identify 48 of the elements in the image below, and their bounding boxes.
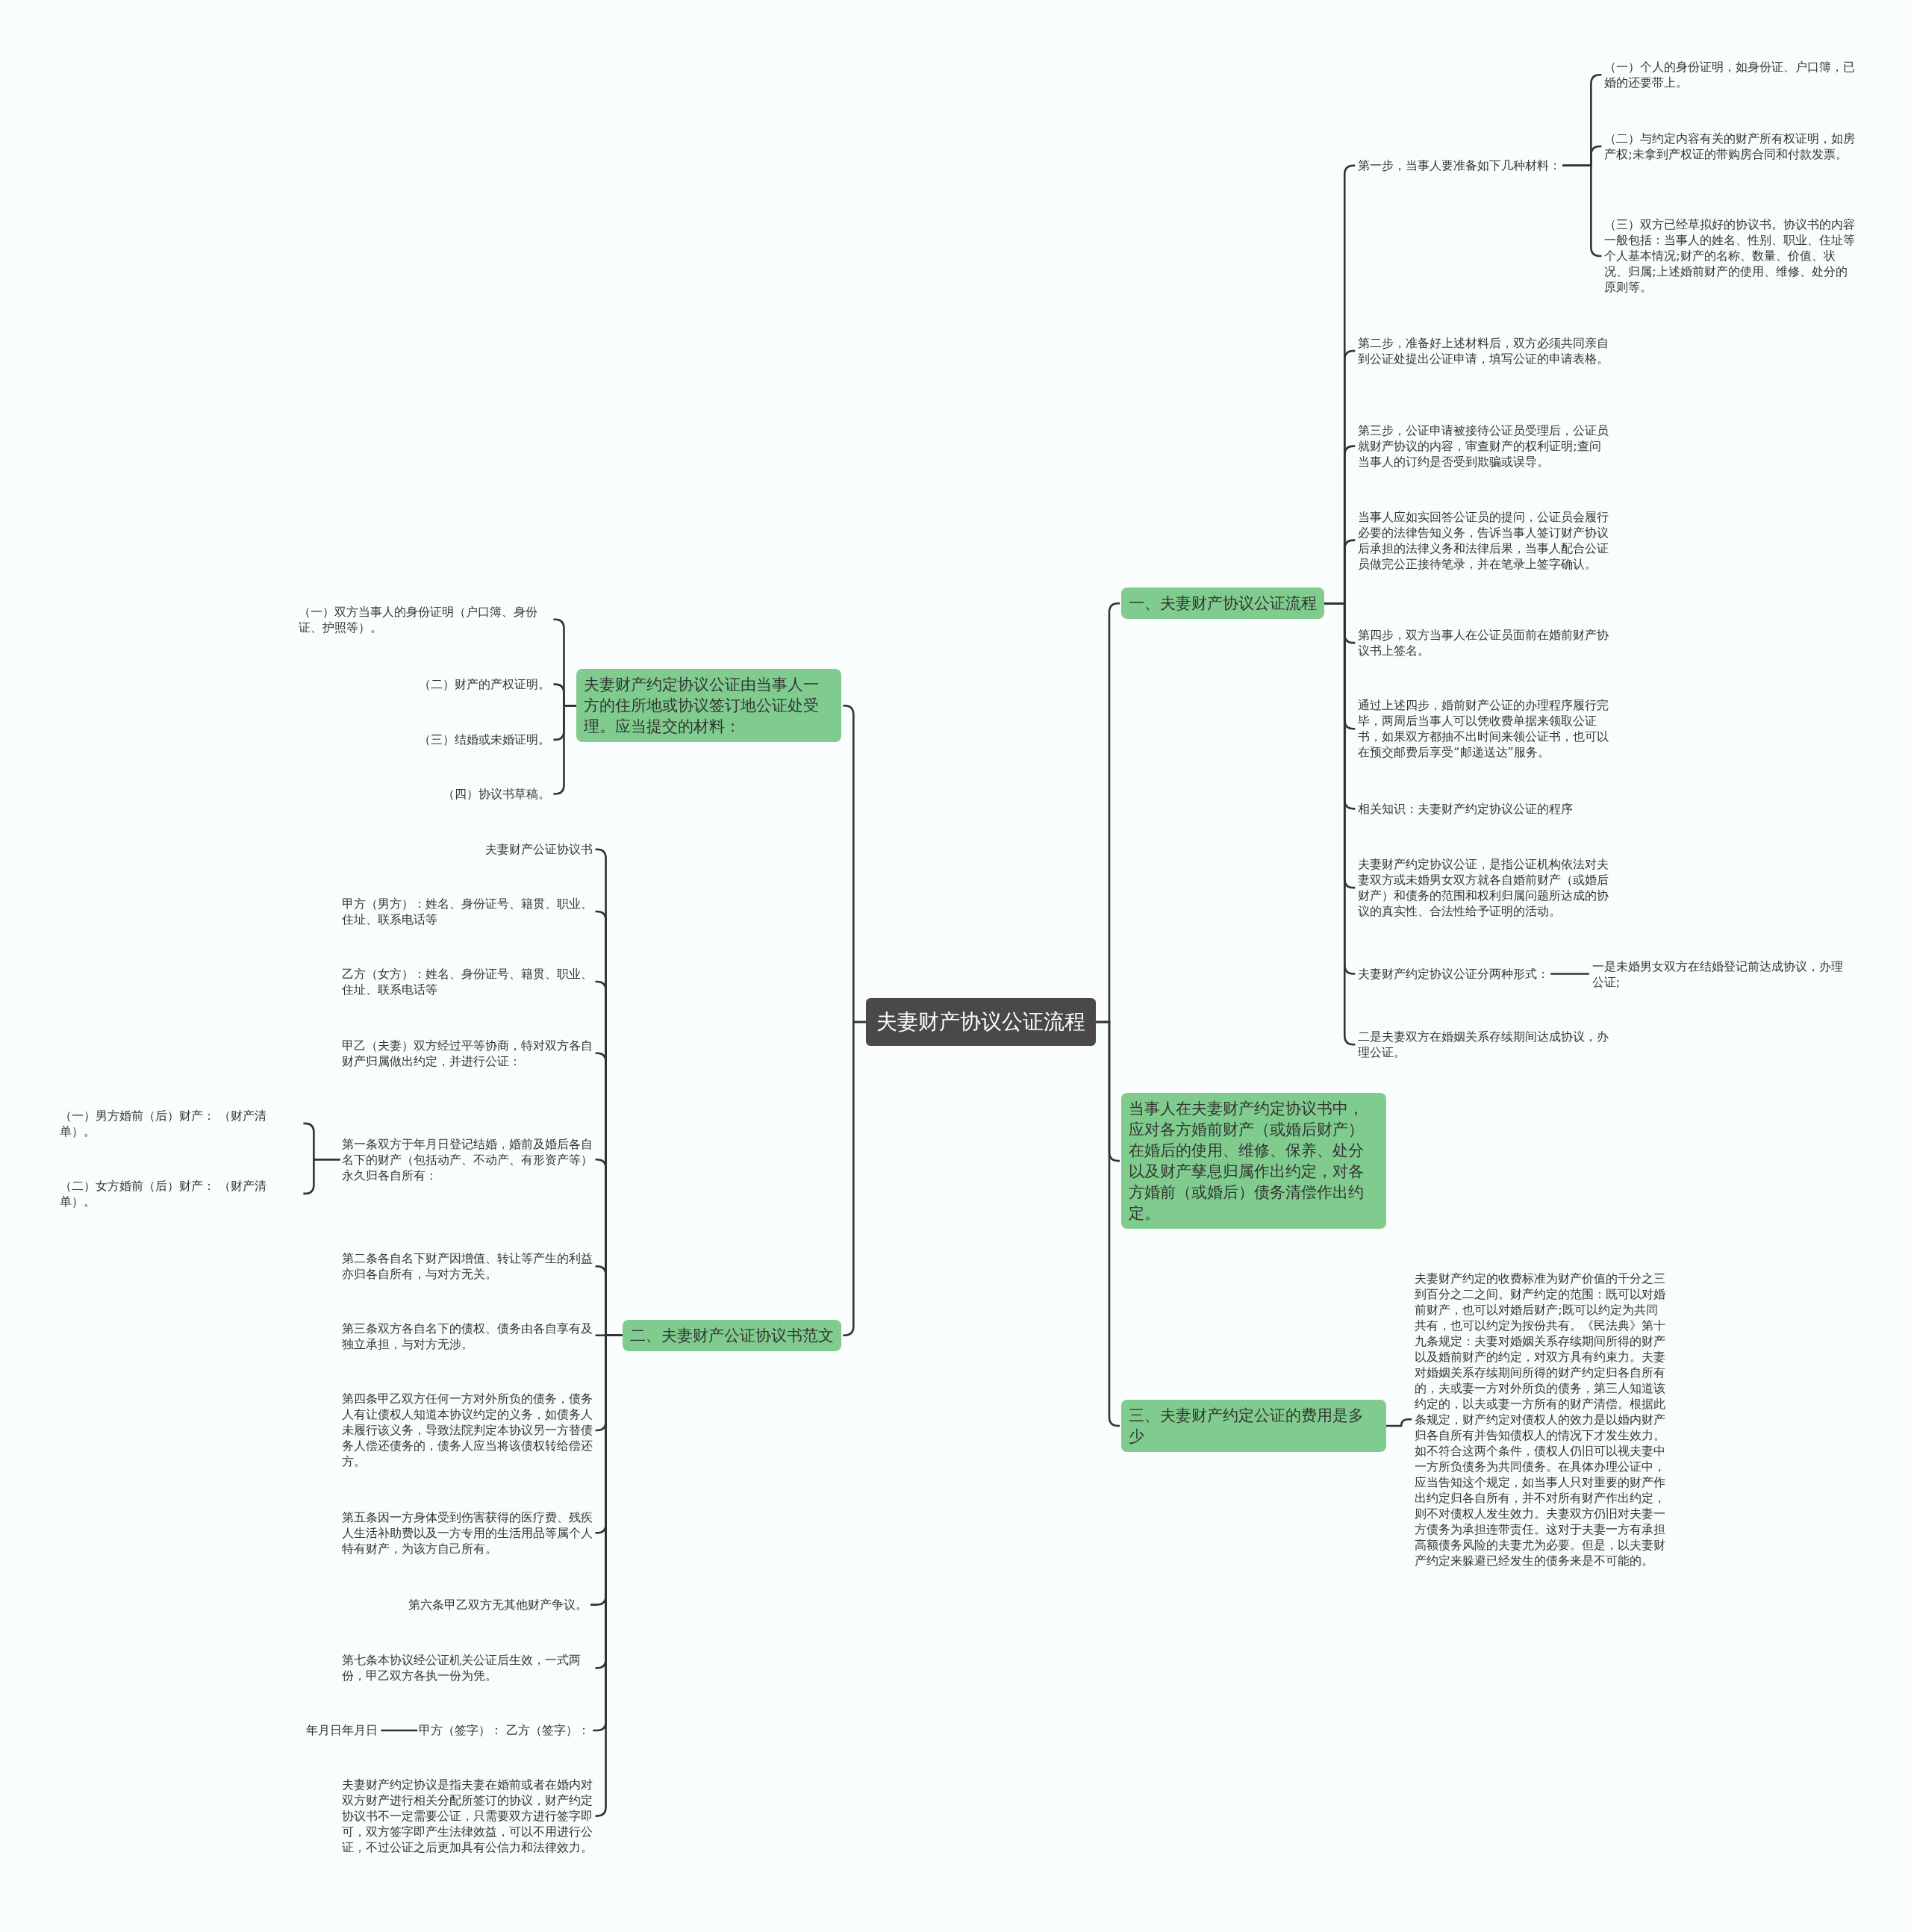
connector-line bbox=[553, 704, 577, 795]
topic-text: （一）男方婚前（后）财产： （财产清单）。 bbox=[57, 1107, 302, 1139]
connector-line bbox=[1385, 1418, 1412, 1427]
topic-text: 年月日年月日 bbox=[305, 1722, 380, 1739]
topic-text: 一是未婚男女双方在结婚登记前达成协议，办理公证; bbox=[1590, 959, 1845, 991]
topic-text: 甲方（签字）： 乙方（签字）： bbox=[417, 1722, 592, 1739]
topic-text: 相关知识：夫妻财产约定协议公证的程序 bbox=[1356, 800, 1575, 817]
branch-topic-box: 夫妻财产约定协议公证由当事人一方的住所地或协议签订地公证处受理。应当提交的材料： bbox=[576, 669, 842, 743]
topic-text: 夫妻财产约定协议是指夫妻在婚前或者在婚内对双方财产进行相关分配所签订的协议，财产约定协议书不一定需要公证，只需要双方进行签字即可，双方签字即产生法律效益，可以不用进行公证，不过公证之后更加具有公信力和法律效力。 bbox=[340, 1777, 594, 1856]
topic-text: 第四步，双方当事人在公证员面前在婚前财产协议书上签名。 bbox=[1356, 627, 1611, 659]
topic-text: 第一条双方于年月日登记结婚，婚前及婚后各自名下的财产（包括动产、不动产、有形资产等）永久归各自所有： bbox=[340, 1135, 594, 1183]
topic-text: 乙方（女方）：姓名、身份证号、籍贯、职业、住址、联系电话等 bbox=[340, 966, 594, 997]
topic-text: 夫妻财产约定的收费标准为财产价值的千分之三到百分之二之间。财产约定的范围：既可以对婚前财产，也可以对婚后财产;既可以约定为共同共有，也可以约定为按份共有。《民法典》第十九条规定：夫妻对婚姻关系存续期间所得的财产以及婚前财产的约定，对双方具有约束力。夫妻对婚姻关系存续期间所得的财产约定归各自所有的，夫或妻一方对外所负的债务，第三人知道该约定的，以夫或妻一方所有的财产清偿。根据此条规定，财产约定对债权人的效力是以婚内财产归各自所有并告知债权人的情况下才发生效力。如不符合这两个条件，债权人仍旧可以视夫妻中一方所负债务为共同债务。在具体办理公证中，应当告知这个规定，如当事人只对重要的财产作出约定归各自所有，并不对所有财产作出约定，则不对债权人发生效力。夫妻双方仍旧对夫妻一方债务为承担连带责任。这对于夫妻一方有承担高额债务风险的夫妻尤为必要。但是，以夫妻财产约定来躲避已经发生的债务来是不可能的。 bbox=[1413, 1270, 1668, 1568]
topic-text: （二）财产的产权证明。 bbox=[417, 676, 552, 693]
connector-line bbox=[303, 1159, 340, 1195]
topic-text: 第六条甲乙双方无其他财产争议。 bbox=[406, 1597, 589, 1613]
root-topic-box: 夫妻财产协议公证流程 bbox=[866, 997, 1097, 1046]
topic-text: 第二步，准备好上述材料后，双方必须共同亲自到公证处提出公证申请，填写公证的申请表格。 bbox=[1356, 334, 1611, 367]
connector-line bbox=[381, 1729, 418, 1732]
topic-text: 当事人应如实回答公证员的提问，公证员会履行必要的法律告知义务，告诉当事人签订财产协议后承担的法律义务和法律后果，当事人配合公证员做完公正接待笔录，并在笔录上签字确认。 bbox=[1356, 508, 1611, 572]
connector-line bbox=[843, 1020, 867, 1337]
topic-text: （二）与约定内容有关的财产所有权证明，如房产权;未拿到产权证的带购房合同和付款发票。 bbox=[1603, 130, 1857, 162]
topic-text: （四）协议书草稿。 bbox=[441, 786, 552, 803]
topic-text: （三）结婚或未婚证明。 bbox=[417, 732, 552, 748]
branch-topic-box: 三、夫妻财产约定公证的费用是多少 bbox=[1121, 1400, 1386, 1452]
topic-text: （一）个人的身份证明，如身份证、户口簿，已婚的还要带上。 bbox=[1603, 59, 1857, 91]
topic-text: 第五条因一方身体受到伤害获得的医疗费、残疾人生活补助费以及一方专用的生活用品等属个人特有财产，为该方自己所有。 bbox=[340, 1509, 594, 1556]
branch-topic-box: 当事人在夫妻财产约定协议书中，应对各方婚前财产（或婚后财产）在婚后的使用、维修、保养、处分以及财产孳息归属作出约定，对各方婚前（或婚后）债务清偿作出约定。 bbox=[1121, 1093, 1386, 1230]
topic-text: 第一步，当事人要准备如下几种材料： bbox=[1356, 158, 1563, 174]
branch-topic-box: 二、夫妻财产公证协议书范文 bbox=[623, 1319, 842, 1351]
topic-text: 第七条本协议经公证机关公证后生效，一式两份，甲乙双方各执一份为凭。 bbox=[340, 1652, 594, 1684]
topic-text: 夫妻财产约定协议公证分两种形式： bbox=[1356, 966, 1551, 982]
topic-text: 夫妻财产约定协议公证，是指公证机构依法对夫妻双方或未婚男女双方就各自婚前财产（或婚后财产）和债务的范围和权利归属问题所达成的协议的真实性、合法性给予证明的活动。 bbox=[1356, 856, 1611, 920]
topic-text: 第三条双方各自名下的债权、债务由各自享有及独立承担，与对方无涉。 bbox=[340, 1321, 594, 1353]
topic-text: 第四条甲乙双方任何一方对外所负的债务，债务人有让债权人知道本协议约定的义务，如债务人未履行该义务，导致法院判定本协议另一方替债务人偿还债务的，债务人应当将该债权转给偿还方。 bbox=[340, 1391, 594, 1470]
topic-text: 第二条各自名下财产因增值、转让等产生的利益亦归各自所有，与对方无关。 bbox=[340, 1250, 594, 1283]
topic-text: 甲乙（夫妻）双方经过平等协商，特对双方各自财产归属做出约定，并进行公证： bbox=[340, 1037, 594, 1069]
connector-line bbox=[1562, 164, 1602, 258]
topic-text: （二）女方婚前（后）财产： （财产清单）。 bbox=[57, 1177, 302, 1209]
branch-topic-box: 一、夫妻财产协议公证流程 bbox=[1121, 588, 1324, 620]
connector-line bbox=[1550, 973, 1589, 975]
topic-text: （一）双方当事人的身份证明（户口簿、身份证、护照等）。 bbox=[296, 603, 552, 635]
topic-text: （三）双方已经草拟好的协议书。协议书的内容一般包括：当事人的姓名、性别、职业、住址等个人基本情况;财产的名称、数量、价值、状况、归属;上述婚前财产的使用、维修、处分的原则等。 bbox=[1603, 216, 1857, 296]
topic-text: 甲方（男方）：姓名、身份证号、籍贯、职业、住址、联系电话等 bbox=[340, 895, 594, 927]
topic-text: 第三步，公证申请被接待公证员受理后，公证员就财产协议的内容，审查财产的权利证明;查问当事人的订约是否受到欺骗或误导。 bbox=[1356, 423, 1611, 470]
topic-text: 夫妻财产公证协议书 bbox=[483, 841, 594, 858]
topic-text: 二是夫妻双方在婚姻关系存续期间达成协议，办理公证。 bbox=[1356, 1029, 1611, 1061]
topic-text: 通过上述四步，婚前财产公证的办理程序履行完毕，两周后当事人可以凭收费单据来领取公证书，如果双方都抽不出时间来领公证书，也可以在预交邮费后享受“邮递送达”服务。 bbox=[1356, 697, 1611, 761]
